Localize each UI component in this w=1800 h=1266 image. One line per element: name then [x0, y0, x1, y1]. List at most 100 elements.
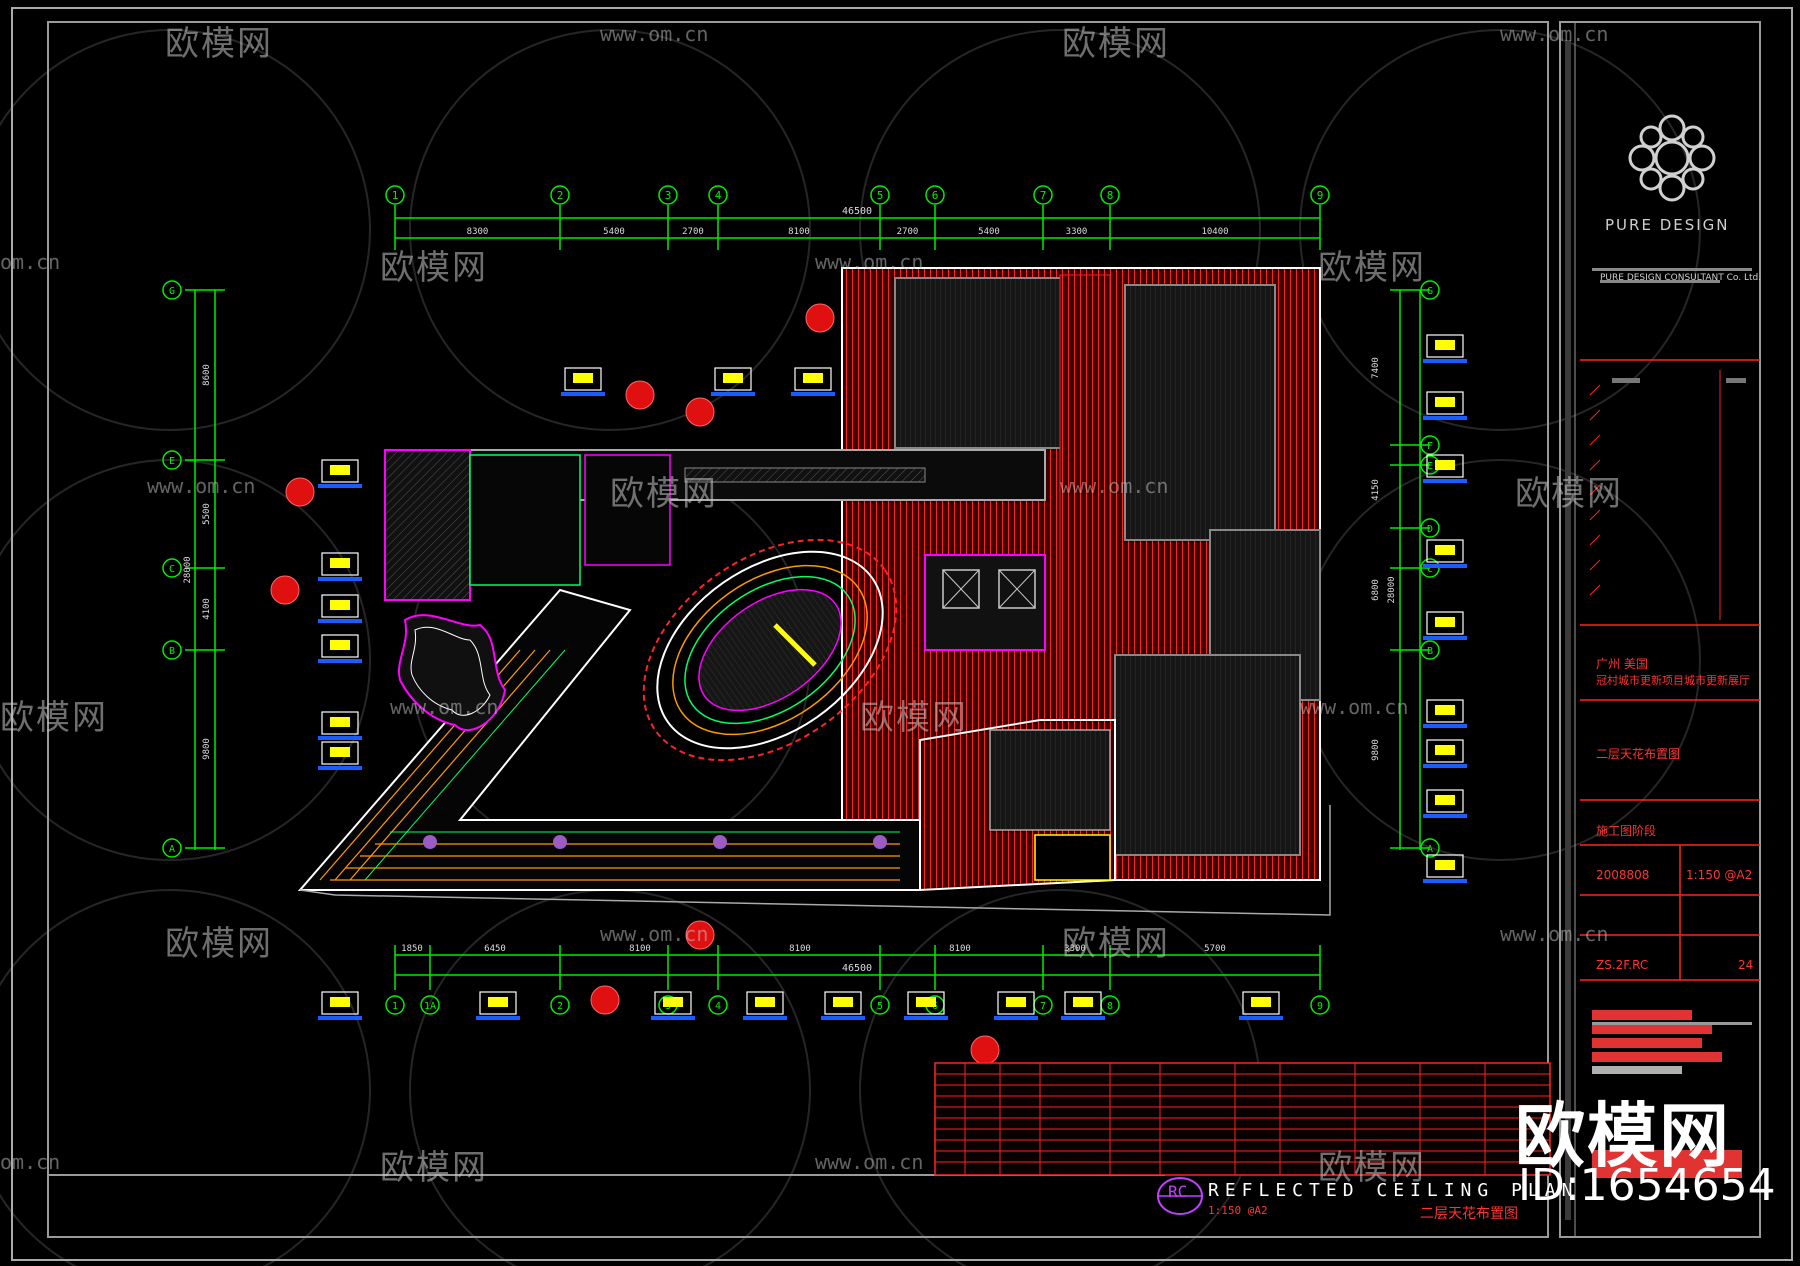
watermark-brand: 欧模网: [380, 248, 488, 288]
watermark-url: www.om.cn: [815, 1150, 924, 1174]
grid-bubble-bottom: [708, 995, 728, 1015]
brand-name: PURE DESIGN: [1605, 216, 1730, 234]
grid-label-right: G: [1427, 286, 1433, 297]
lamp-tag: [1239, 991, 1283, 1020]
watermark-brand: 欧模网: [610, 474, 718, 514]
watermark-brand: 欧模网: [1318, 1148, 1426, 1188]
watermark-brand: 欧模网: [0, 698, 108, 738]
lamp-tag: [561, 367, 605, 396]
dimension-total-left: 28000: [183, 556, 193, 583]
dimension-value-top: 8300: [467, 227, 489, 237]
grid-label-bottom: 1: [392, 1001, 398, 1012]
grid-label-left: B: [169, 646, 175, 657]
grid-label-bottom: 2: [557, 1001, 563, 1012]
dimension-value-left: 4100: [202, 598, 212, 620]
grid-bubble-right: [1420, 435, 1440, 455]
project-name: 广州 美国: [1596, 657, 1648, 671]
grid-bubble-bottom: [385, 995, 405, 1015]
grid-bubble-top: [550, 185, 570, 205]
project-subtitle: 冠村城市更新项目城市更新展厅: [1596, 674, 1750, 687]
drawing-number: ZS.2F.RC: [1596, 958, 1649, 972]
central-oval-feature: [642, 538, 898, 762]
sheet-number: 24: [1738, 958, 1754, 972]
drawing-date: 2008808: [1596, 868, 1650, 882]
drawing-scale-label: 1:150 @A2: [1208, 1204, 1268, 1217]
grid-bubble-left: [162, 280, 182, 300]
watermark-url: om.cn: [0, 250, 61, 274]
grid-bubble-right: [1420, 280, 1440, 300]
watermark-url: www.om.cn: [1500, 922, 1609, 946]
rc-symbol: [1157, 1177, 1203, 1215]
lamp-tag: [1423, 611, 1467, 640]
dimension-value-bottom: 5700: [1204, 944, 1226, 954]
grid-label-right: A: [1427, 844, 1433, 855]
grid-label-top: 4: [715, 189, 722, 202]
dimension-value-left: 9800: [202, 738, 212, 760]
watermark-brand-large: 欧模网: [1515, 1095, 1731, 1177]
dimension-value-right: 4150: [1371, 479, 1381, 501]
grid-bubble-top: [1310, 185, 1330, 205]
lamp-tag: [791, 367, 835, 396]
lamp-tag: [1061, 991, 1105, 1020]
watermark-id: ID:1654654: [1518, 1160, 1776, 1211]
lamp-tag: [1423, 854, 1467, 883]
drawing-title: REFLECTED CEILING PLAN: [1208, 1180, 1579, 1201]
ceiling-material-table: [934, 1062, 1551, 1176]
watermark-url: www.om.cn: [600, 922, 709, 946]
dimension-value-bottom: 8100: [629, 944, 651, 954]
dimension-value-bottom: 8100: [949, 944, 971, 954]
lamp-tag: [1423, 391, 1467, 420]
lamp-tag: [1423, 739, 1467, 768]
lamp-tag: [1423, 539, 1467, 568]
dimension-value-top: 2700: [897, 227, 919, 237]
grid-label-left: C: [169, 564, 175, 575]
watermark-url: om.cn: [0, 1150, 61, 1174]
grid-bubble-bottom: [550, 995, 570, 1015]
rc-tag: RC: [1168, 1182, 1188, 1201]
dimension-value-top: 5400: [603, 227, 625, 237]
lamp-tag: [318, 711, 362, 740]
lamp-tag: [1423, 334, 1467, 363]
lamp-tag: [821, 991, 865, 1020]
grid-label-bottom: 1A: [424, 1001, 436, 1012]
grid-label-bottom: 8: [1107, 1001, 1113, 1012]
watermark-url: www.om.cn: [147, 474, 256, 498]
grid-label-bottom: 4: [715, 1001, 721, 1012]
lamp-tag: [318, 634, 362, 663]
watermark-url: www.om.cn: [390, 695, 499, 719]
grid-bubble-top: [658, 185, 678, 205]
dimension-value-right: 7400: [1371, 357, 1381, 379]
dimension-value-bottom: 6450: [484, 944, 506, 954]
lamp-tag: [476, 991, 520, 1020]
brand-logo: [1628, 114, 1716, 202]
grid-label-top: 8: [1107, 189, 1114, 202]
grid-bubble-top: [1033, 185, 1053, 205]
watermark-brand: 欧模网: [1062, 924, 1170, 964]
grid-label-top: 1: [392, 189, 399, 202]
lamp-tag: [904, 991, 948, 1020]
grid-bubble-left: [162, 640, 182, 660]
grid-label-top: 5: [877, 189, 884, 202]
dimension-value-left: 8600: [202, 364, 212, 386]
ceiling-legend-tags: [318, 334, 1467, 1020]
grid-bubble-right: [1420, 838, 1440, 858]
lamp-tag: [318, 459, 362, 488]
grid-label-right: D: [1427, 524, 1433, 535]
dimension-value-bottom: 3300: [1064, 944, 1086, 954]
dimension-value-left: 5500: [202, 503, 212, 525]
grid-bubble-top: [385, 185, 405, 205]
dimension-value-top: 10400: [1201, 227, 1228, 237]
watermark-brand: 欧模网: [165, 24, 273, 64]
grid-label-bottom: 5: [877, 1001, 883, 1012]
dimension-value-top: 3300: [1066, 227, 1088, 237]
dimension-value-bottom: 8100: [789, 944, 811, 954]
lamp-tag: [743, 991, 787, 1020]
grid-label-right: B: [1427, 646, 1433, 657]
lamp-tag: [318, 741, 362, 770]
dimension-total-top: 46500: [842, 206, 872, 217]
watermark-url: www.om.cn: [815, 250, 924, 274]
grid-label-left: A: [169, 844, 175, 855]
drawing-title-cn: 二层天花布置图: [1420, 1206, 1518, 1222]
grid-bubble-left: [162, 450, 182, 470]
